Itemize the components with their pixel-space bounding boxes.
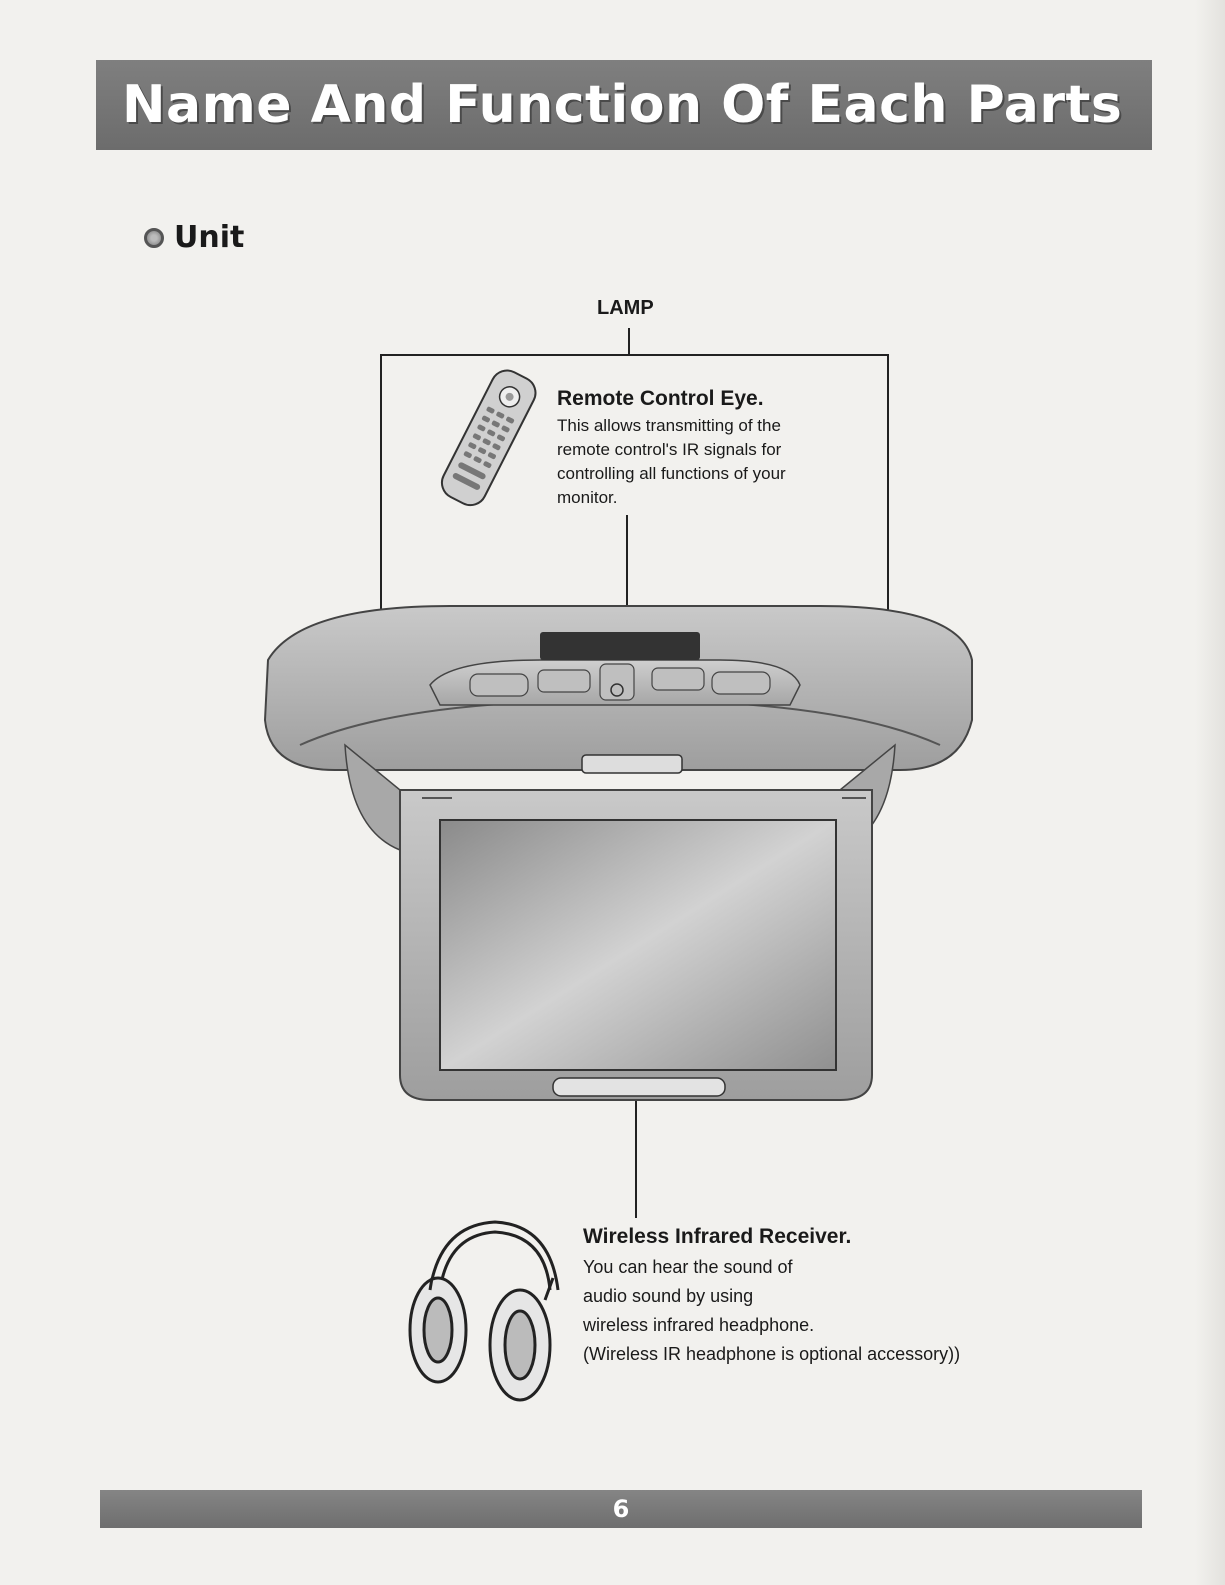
remote-control-eye-title: Remote Control Eye. <box>557 387 764 410</box>
section-heading: Unit <box>144 220 244 255</box>
wireless-infrared-receiver-description: You can hear the sound of audio sound by… <box>583 1253 1103 1369</box>
wireless-infrared-receiver-title: Wireless Infrared Receiver. <box>583 1225 852 1248</box>
description-line: audio sound by using <box>583 1286 754 1306</box>
description-line: monitor. <box>557 488 618 507</box>
bullet-icon <box>144 227 164 248</box>
remote-control-illustration <box>440 369 537 507</box>
description-line: remote control's IR signals for <box>557 440 782 459</box>
headphone-illustration <box>408 1220 560 1402</box>
unit-diagram <box>263 328 973 1402</box>
lamp-label: LAMP <box>597 297 654 319</box>
page-title-bar: Name And Function Of Each Parts <box>96 60 1152 150</box>
page-edge-shadow <box>1195 0 1225 1585</box>
monitor-unit-illustration <box>263 605 973 1101</box>
page-title: Name And Function Of Each Parts <box>122 75 1123 135</box>
description-line: wireless infrared headphone. <box>583 1315 815 1335</box>
description-line: This allows transmitting of the <box>557 416 781 435</box>
page-footer: 6 <box>100 1490 1142 1528</box>
page-number: 6 <box>612 1495 630 1523</box>
description-line: controlling all functions of your <box>557 464 786 483</box>
description-line: (Wireless IR headphone is optional acces… <box>583 1344 961 1364</box>
remote-control-eye-description: This allows transmitting of the remote c… <box>557 414 857 510</box>
section-title: Unit <box>174 220 245 255</box>
description-line: You can hear the sound of <box>583 1257 793 1277</box>
